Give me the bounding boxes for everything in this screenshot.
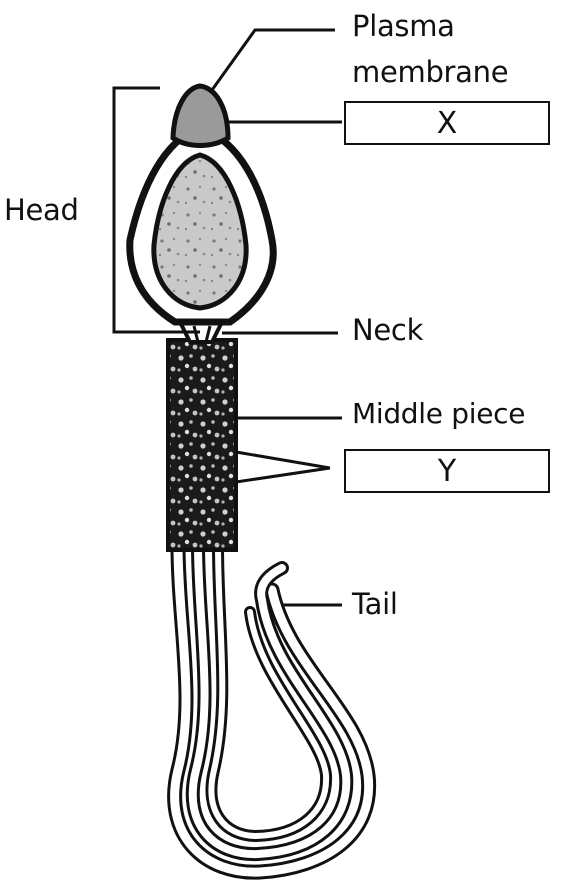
- head-label: Head: [4, 194, 79, 226]
- middle-piece: [168, 340, 236, 550]
- answer-box-y: Y: [344, 449, 550, 493]
- plasma-membrane-label-line1: Plasma: [352, 10, 455, 42]
- answer-box-x: X: [344, 101, 550, 145]
- answer-box-y-text: Y: [438, 454, 456, 489]
- neck-label: Neck: [352, 314, 423, 346]
- middle-piece-label: Middle piece: [352, 398, 525, 430]
- plasma-membrane-label-line2: membrane: [352, 56, 508, 88]
- plasma-membrane-leader: [212, 30, 335, 90]
- tail: [175, 545, 369, 872]
- acrosome: [173, 86, 228, 146]
- answer-box-x-text: X: [437, 106, 458, 141]
- y-leader-upper: [236, 452, 330, 468]
- tail-label: Tail: [352, 588, 398, 620]
- y-leader-lower: [236, 468, 330, 482]
